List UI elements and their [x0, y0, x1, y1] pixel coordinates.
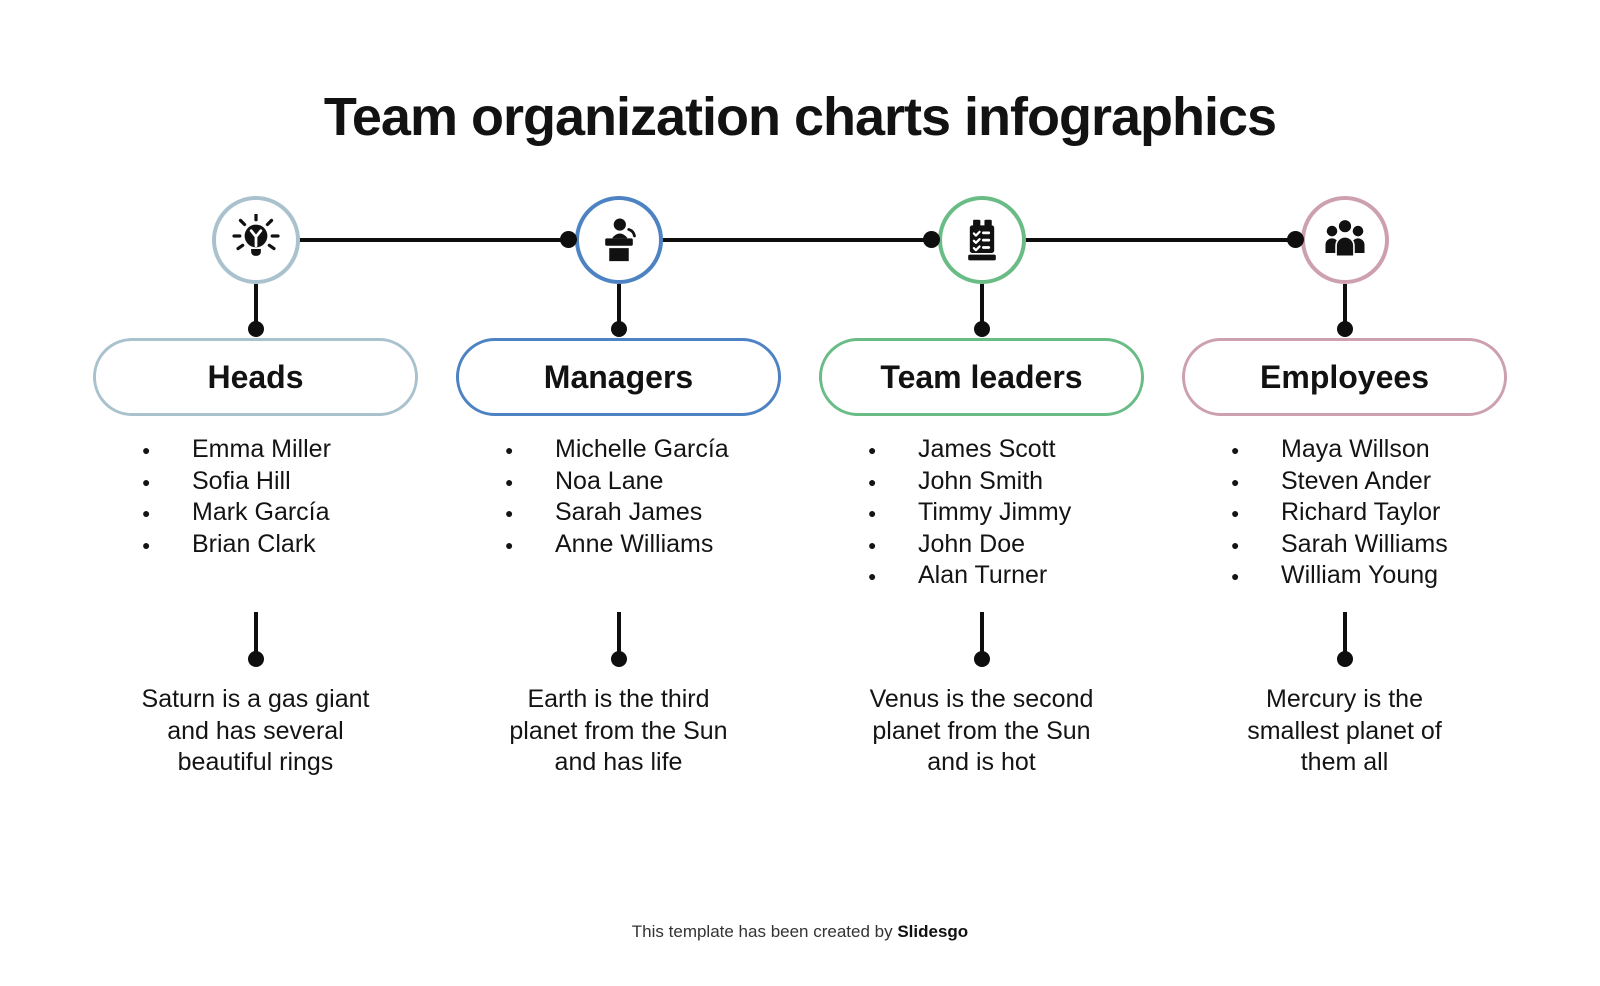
role-description: Saturn is a gas giant and has several be…: [141, 685, 370, 776]
footer-brand: Slidesgo: [897, 922, 969, 941]
member-item: Noa Lane: [503, 466, 729, 497]
connector-dot: [560, 231, 577, 248]
connector-stem: [1342, 612, 1347, 658]
people-group-icon: [1319, 214, 1371, 266]
member-item: Alan Turner: [866, 560, 1071, 592]
connector-stem: [979, 612, 984, 658]
member-list: Michelle GarcíaNoa LaneSarah JamesAnne W…: [437, 434, 729, 602]
member-list: Emma MillerSofia HillMark GarcíaBrian Cl…: [74, 434, 331, 602]
role-icon-circle: [937, 196, 1026, 284]
role-pill: Employees: [1182, 338, 1507, 416]
lightbulb-icon: [230, 214, 282, 266]
member-item: Sofia Hill: [140, 466, 331, 497]
columns: Heads Emma MillerSofia HillMark GarcíaBr…: [74, 196, 1526, 779]
role-icon-circle: [574, 196, 663, 284]
member-list: Maya WillsonSteven AnderRichard TaylorSa…: [1163, 434, 1448, 602]
role-pill: Team leaders: [819, 338, 1144, 416]
member-item: James Scott: [866, 434, 1071, 466]
member-list: James ScottJohn SmithTimmy JimmyJohn Doe…: [800, 434, 1071, 602]
role-label: Managers: [543, 358, 694, 395]
member-item: Emma Miller: [140, 434, 331, 466]
member-item: Richard Taylor: [1229, 497, 1448, 529]
role-icon-circle: [211, 196, 300, 284]
role-pill: Managers: [456, 338, 781, 416]
member-item: Mark García: [140, 497, 331, 529]
connector-stem: [979, 284, 984, 328]
member-item: Sarah James: [503, 497, 729, 529]
member-item: Maya Willson: [1229, 434, 1448, 466]
connector-stem: [253, 612, 258, 658]
column-employees: Employees Maya WillsonSteven AnderRichar…: [1163, 196, 1526, 779]
role-label: Heads: [207, 358, 304, 395]
connector-dot: [923, 231, 940, 248]
member-item: John Smith: [866, 466, 1071, 497]
role-icon-circle: [1300, 196, 1389, 284]
connector-dot: [1287, 231, 1304, 248]
role-description: Mercury is the smallest planet of them a…: [1247, 685, 1442, 776]
page-title: Team organization charts infographics: [323, 87, 1277, 147]
checklist-icon: [956, 214, 1008, 266]
role-label: Team leaders: [880, 358, 1083, 395]
podium-speaker-icon: [593, 214, 645, 266]
role-pill: Heads: [93, 338, 418, 416]
role-description: Earth is the third planet from the Sun a…: [509, 685, 728, 776]
footer-credit: This template has been created by Slides…: [0, 922, 1600, 942]
connector-line: [255, 238, 1345, 242]
member-item: Brian Clark: [140, 529, 331, 560]
member-item: Steven Ander: [1229, 466, 1448, 497]
column-managers: Managers Michelle GarcíaNoa LaneSarah Ja…: [437, 196, 800, 779]
role-label: Employees: [1260, 358, 1429, 395]
member-item: Sarah Williams: [1229, 529, 1448, 560]
connector-stem: [1342, 284, 1347, 328]
column-team-leaders: Team leaders James ScottJohn SmithTimmy …: [800, 196, 1163, 779]
connector-stem: [616, 612, 621, 658]
member-item: Anne Williams: [503, 529, 729, 560]
member-item: John Doe: [866, 529, 1071, 560]
column-heads: Heads Emma MillerSofia HillMark GarcíaBr…: [74, 196, 437, 779]
role-description: Venus is the second planet from the Sun …: [869, 685, 1094, 776]
footer-text: This template has been created by: [631, 922, 898, 941]
org-chart: Heads Emma MillerSofia HillMark GarcíaBr…: [74, 196, 1526, 779]
connector-stem: [616, 284, 621, 328]
member-item: William Young: [1229, 560, 1448, 592]
member-item: Michelle García: [503, 434, 729, 466]
connector-stem: [253, 284, 258, 328]
member-item: Timmy Jimmy: [866, 497, 1071, 529]
